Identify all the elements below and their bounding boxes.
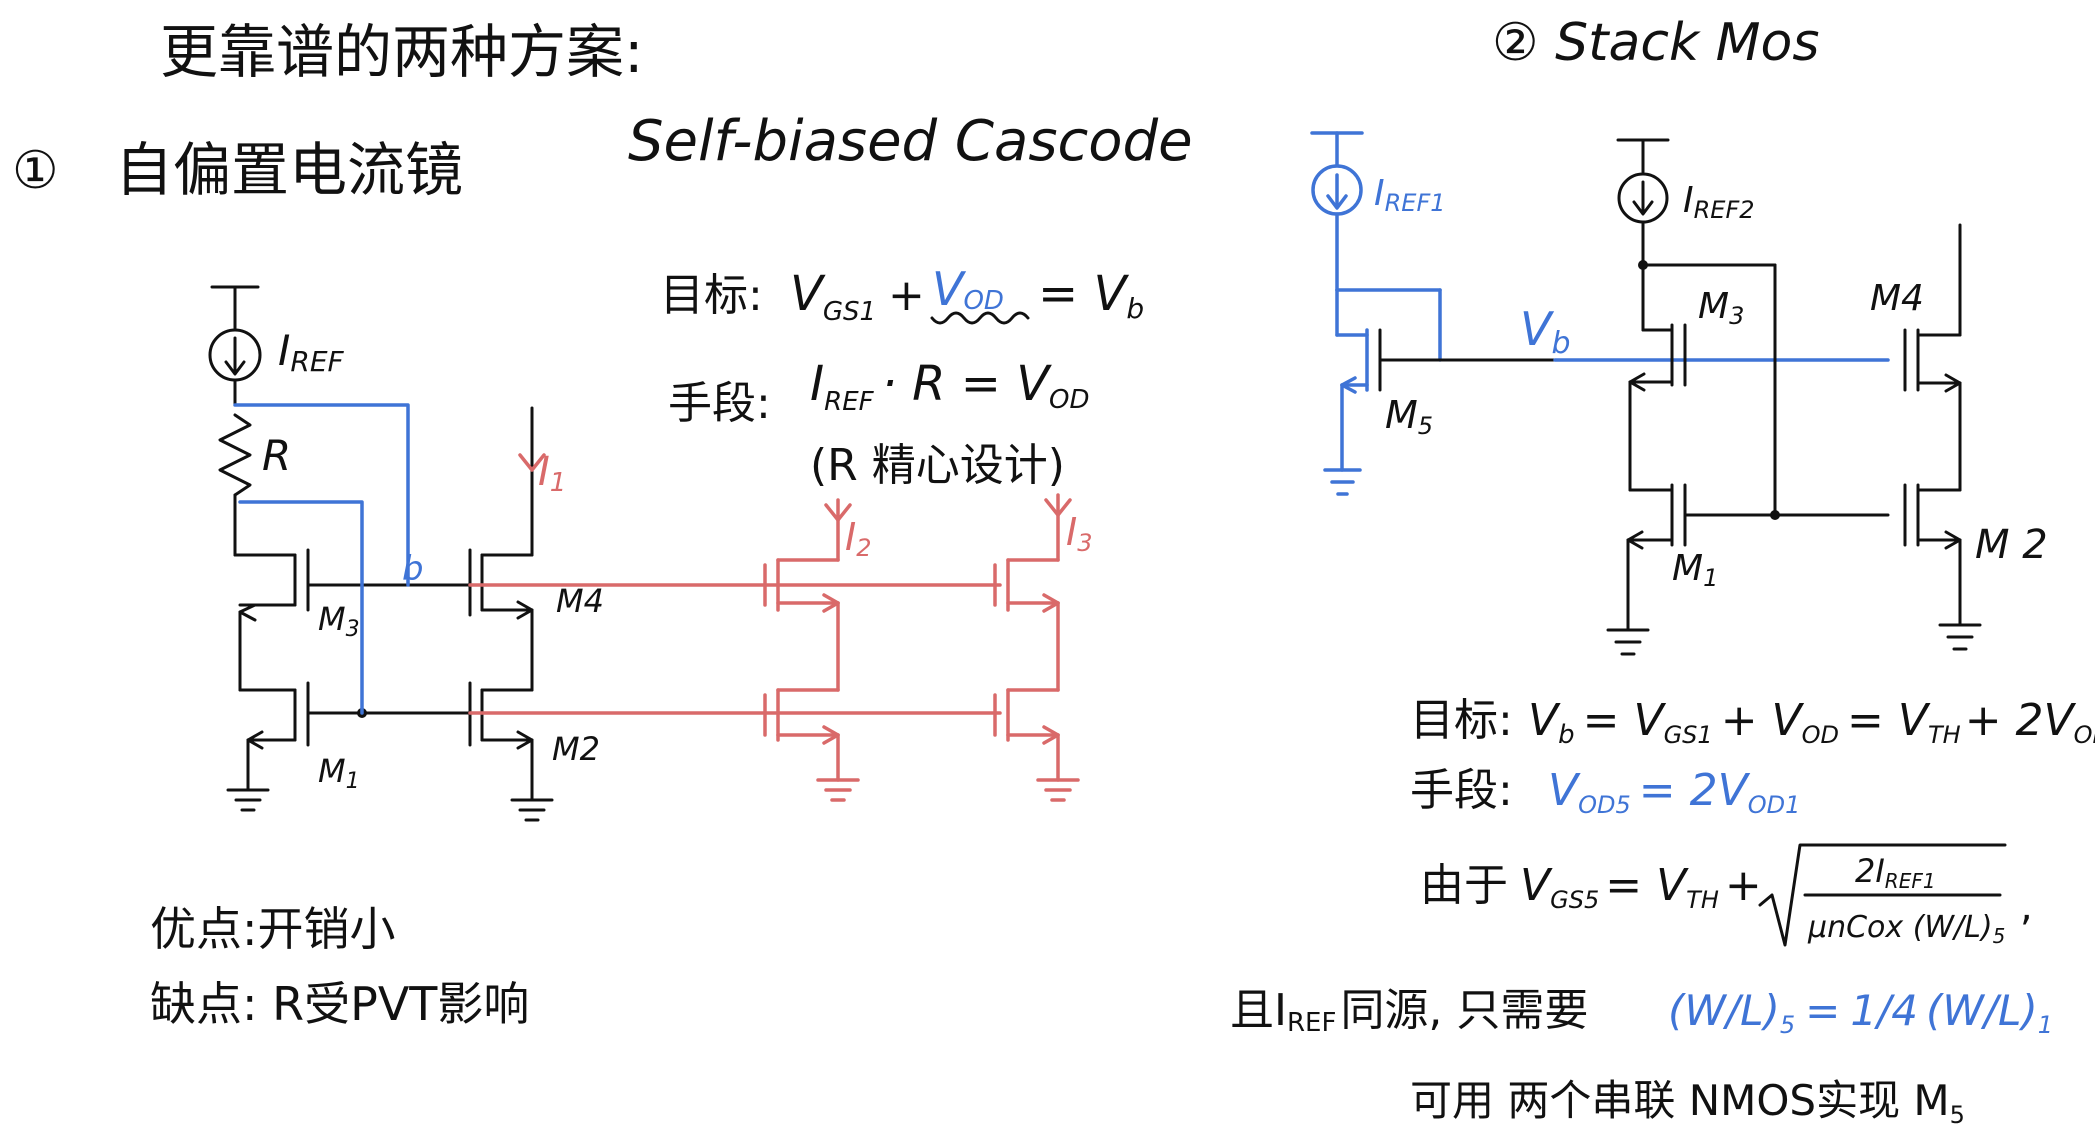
svg-text:IREF· R = VOD: IREF· R = VOD <box>810 356 1090 417</box>
svg-text:IREF2: IREF2 <box>1683 180 1755 224</box>
svg-text:μnCox (W/L)5: μnCox (W/L)5 <box>1807 910 2005 948</box>
cons-text: 缺点: R受PVT影响 <box>150 977 529 1031</box>
svg-text:M5: M5 <box>1385 393 1433 440</box>
svg-text:IREF: IREF <box>278 326 345 378</box>
svg-text:M1: M1 <box>1672 548 1718 592</box>
svg-text:I1: I1 <box>538 449 566 498</box>
svg-text:M2: M2 <box>552 730 600 768</box>
svg-text:M3: M3 <box>1698 286 1744 330</box>
scheme1-number: ① <box>12 141 59 201</box>
svg-text:+: + <box>888 270 925 321</box>
svg-text:(R 精心设计): (R 精心设计) <box>810 440 1065 491</box>
svg-text:目标:: 目标: <box>660 270 763 321</box>
scheme1-heading-en: Self-biased Cascode <box>628 109 1193 174</box>
svg-text:IREF1: IREF1 <box>1374 173 1446 217</box>
scheme2-circuit: IREF1 M5 Vb IREF2 <box>1310 131 2048 656</box>
scheme1-heading-cn: 自偏置电流镜 <box>115 136 463 204</box>
resistor-icon <box>218 413 252 497</box>
svg-text:由于: 由于 <box>1420 860 1508 911</box>
svg-text:VGS5= VTH+: VGS5= VTH+ <box>1520 860 1762 914</box>
svg-text:手段:: 手段: <box>1410 765 1513 816</box>
scheme2-heading: ② Stack Mos <box>1492 13 1819 73</box>
sqrt-sign <box>1758 843 2007 947</box>
svg-text:Vb: Vb <box>1520 302 1571 361</box>
svg-text:手段:: 手段: <box>668 378 771 429</box>
scheme2-goal: 目标: Vb= VGS1+ VOD= VTH+ 2VOD1 <box>1410 695 2095 750</box>
scheme1-circuit: IREF R M3 M1 <box>208 285 1093 822</box>
svg-text:I2: I2 <box>845 515 872 562</box>
page-title: 更靠谱的两种方案: <box>160 18 644 86</box>
scheme1-goal: 目标: VGS1 + VOD = Vb <box>660 262 1144 327</box>
scheme2-due: 由于 VGS5= VTH+ 2IREF1 μnCox (W/L)5 , <box>1420 843 2033 948</box>
svg-text:M 2: M 2 <box>1975 522 2048 568</box>
vod-squiggle <box>930 311 1030 325</box>
svg-text:M3: M3 <box>318 600 360 642</box>
svg-text:且IREF同源, 只需要: 且IREF同源, 只需要 <box>1230 985 1588 1038</box>
svg-text:,: , <box>2020 884 2033 930</box>
pros-text: 优点:开销小 <box>150 902 396 956</box>
svg-text:R: R <box>262 431 291 480</box>
scheme2-and: 且IREF同源, 只需要 (W/L)5=1/4(W/L)1 <box>1230 985 2053 1039</box>
svg-text:b: b <box>402 549 424 589</box>
svg-text:I3: I3 <box>1066 510 1093 557</box>
svg-text:VOD: VOD <box>932 262 1004 316</box>
scheme1-means: 手段: IREF· R = VOD (R 精心设计) <box>668 356 1090 491</box>
svg-text:M1: M1 <box>318 752 360 794</box>
svg-text:(W/L)5=1/4(W/L)1: (W/L)5=1/4(W/L)1 <box>1668 986 2053 1039</box>
svg-text:目标:: 目标: <box>1410 695 1513 746</box>
svg-text:= Vb: = Vb <box>1038 266 1144 325</box>
svg-text:VGS1: VGS1 <box>790 266 876 327</box>
svg-text:M4: M4 <box>556 582 604 620</box>
final-line: 可用 两个串联 NMOS实现 M5 <box>1410 1076 1965 1129</box>
svg-text:2IREF1: 2IREF1 <box>1855 852 1936 893</box>
scheme2-means: 手段: VOD5= 2VOD1 <box>1410 765 1800 819</box>
svg-text:M4: M4 <box>1870 278 1924 319</box>
svg-text:Vb= VGS1+ VOD= VTH+ 2VOD1: Vb= VGS1+ VOD= VTH+ 2VOD1 <box>1528 695 2095 750</box>
svg-text:VOD5= 2VOD1: VOD5= 2VOD1 <box>1548 765 1800 819</box>
